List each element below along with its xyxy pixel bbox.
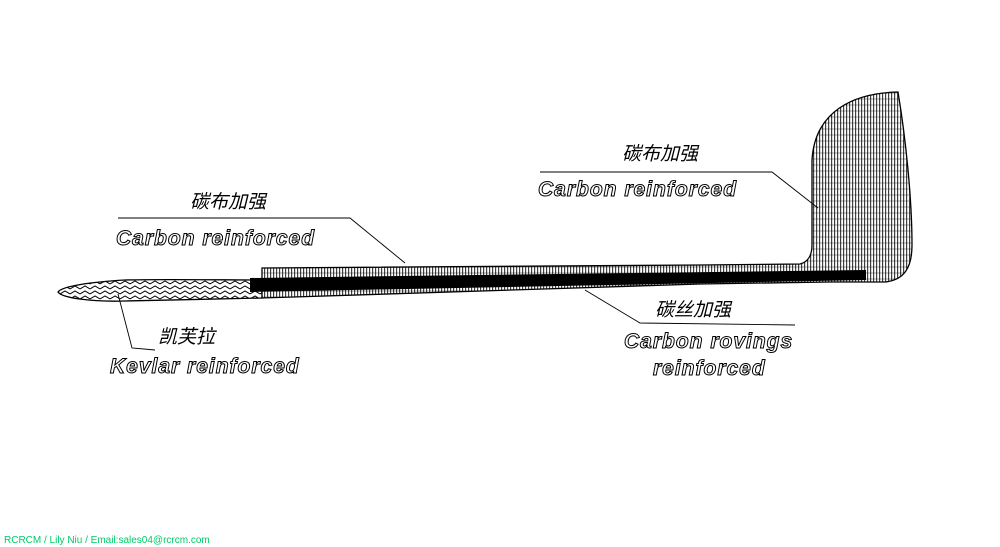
leader-line-carbon-rovings (584, 289, 796, 326)
kevlar-nose-section (57, 278, 263, 302)
carbon-fin-cn-label: 碳布加强 (622, 143, 700, 165)
carbon-rovings-en-label-line2: reinforced (653, 357, 766, 380)
carbon-rovings-en-label-line1: Carbon rovings (624, 330, 793, 353)
carbon-rovings-cn-label: 碳丝加强 (655, 299, 733, 321)
kevlar-cn-label: 凯芙拉 (158, 326, 217, 348)
leader-line-kevlar (117, 293, 156, 351)
carbon-boom-cn-label: 碳布加强 (190, 191, 268, 213)
carbon-boom-en-label: Carbon reinforced (116, 227, 315, 250)
carbon-rovings-bar (250, 270, 866, 292)
kevlar-en-label: Kevlar reinforced (110, 355, 300, 378)
leader-line-carbon-boom (118, 217, 406, 264)
leader-line-carbon-fin (540, 171, 819, 209)
carbon-fin-en-label: Carbon reinforced (538, 178, 737, 201)
footer-credit: RCRCM / Lily Niu / Email:sales04@rcrcm.c… (4, 535, 210, 546)
